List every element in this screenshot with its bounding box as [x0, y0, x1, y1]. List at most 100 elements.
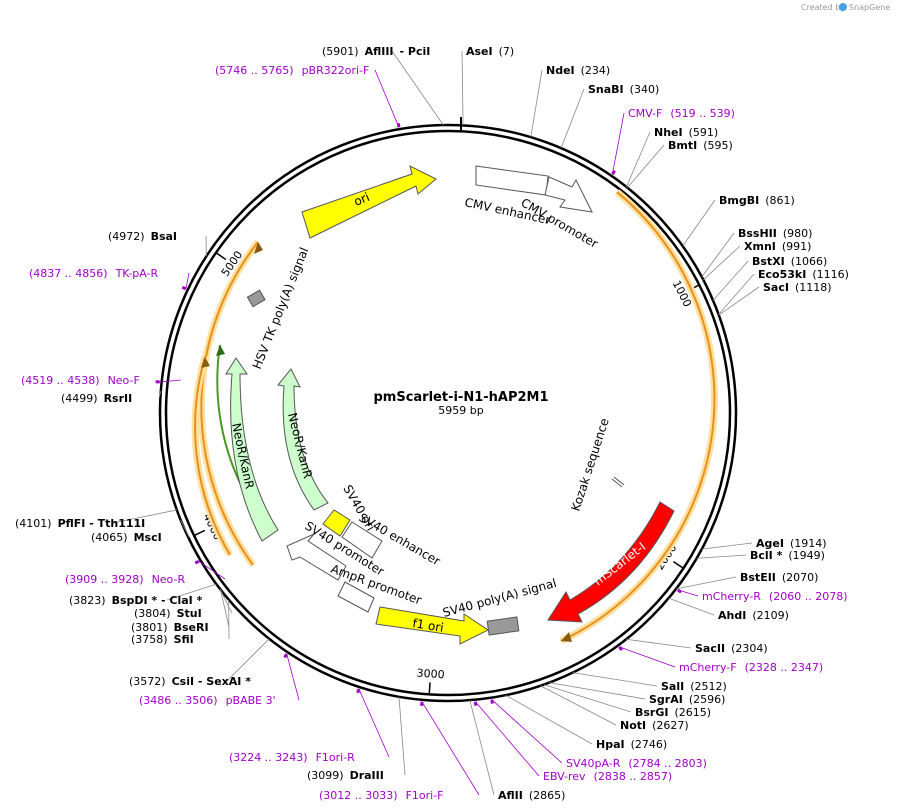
- primer-mark: [396, 122, 401, 128]
- enzyme-leader: [220, 589, 230, 628]
- enzyme-label-sacii[interactable]: SacII(2304): [695, 642, 768, 655]
- enzyme-leader: [505, 694, 593, 745]
- enzyme-label-xmni[interactable]: XmnI(991): [744, 240, 811, 253]
- enzyme-leader: [626, 638, 692, 649]
- tick-mark: [215, 252, 227, 261]
- neor-kanr-outer-label: NeoR/KanR: [229, 422, 257, 490]
- enzyme-leader: [701, 232, 735, 278]
- enzyme-label-bstxi[interactable]: BstXI(1066): [752, 255, 827, 268]
- primer-label-cmv-f[interactable]: CMV-F(519 .. 539): [628, 107, 735, 120]
- primer-mark: [356, 688, 361, 694]
- enzyme-label-bseri[interactable]: (3801)BseRI: [131, 621, 209, 634]
- f1-ori-label: f1 ori: [412, 616, 445, 635]
- enzyme-label-draiii[interactable]: (3099)DraIII: [307, 769, 384, 782]
- enzyme-label-bcli[interactable]: BclI *(1949): [750, 549, 825, 562]
- kozak-feature[interactable]: Kozak sequence: [569, 416, 625, 513]
- enzyme-leader: [668, 597, 715, 616]
- enzyme-leader: [627, 144, 665, 188]
- snapgene-brand: SnapGene: [849, 3, 890, 12]
- enzyme-label-msci[interactable]: (4065)MscI: [91, 531, 162, 544]
- primer-label-mcherry-r[interactable]: mCherry-R(2060 .. 2078): [702, 590, 847, 603]
- enzyme-leader: [626, 131, 651, 188]
- primer-mark: [611, 169, 616, 175]
- enzyme-leader: [391, 50, 444, 126]
- primer-leader: [612, 112, 625, 175]
- primer-leader: [358, 688, 390, 758]
- neor-kanr-inner-feature[interactable]: NeoR/KanR: [277, 368, 329, 511]
- kozak-label: Kozak sequence: [569, 416, 612, 512]
- primer-label-pbabe3[interactable]: (3486 .. 3506)pBABE 3': [139, 694, 276, 707]
- primer-label-ebv-rev[interactable]: EBV-rev(2838 .. 2857): [543, 770, 672, 783]
- primer-leader: [374, 69, 400, 128]
- enzyme-label-eco53ki[interactable]: Eco53kI(1116): [758, 268, 849, 281]
- enzyme-label-sgrai[interactable]: SgrAI(2596): [649, 693, 725, 706]
- enzyme-label-pflfi-tth111i[interactable]: (4101)PflFI - Tth111I: [15, 517, 145, 530]
- enzyme-leader: [540, 685, 617, 726]
- enzyme-label-saci[interactable]: SacI(1118): [763, 281, 832, 294]
- primer-mark: [283, 653, 288, 659]
- primer-label-sv40pa-r[interactable]: SV40pA-R(2784 .. 2803): [566, 757, 707, 770]
- backbone-inner-ring: [164, 129, 732, 697]
- primer-mark: [194, 559, 200, 565]
- enzyme-label-snabi[interactable]: SnaBI(340): [588, 83, 659, 96]
- primer-label-neo-f[interactable]: (4519 .. 4538)Neo-F: [21, 374, 140, 387]
- sv40-polya-label: SV40 poly(A) signal: [441, 576, 558, 620]
- enzyme-leader: [219, 588, 233, 614]
- enzyme-label-csii-sexai[interactable]: (3572)CsiI - SexAI *: [129, 675, 251, 688]
- primer-leader: [491, 699, 563, 764]
- enzyme-label-noti[interactable]: NotI(2627): [620, 719, 689, 732]
- f1-ori-feature[interactable]: f1 ori: [375, 606, 489, 645]
- primer-leader: [619, 646, 676, 668]
- primer-label-f1ori-f[interactable]: (3012 .. 3033)F1ori-F: [319, 789, 444, 802]
- enzyme-leader: [718, 273, 755, 315]
- enzyme-leader: [718, 286, 760, 316]
- enzyme-leader: [180, 519, 190, 538]
- enzyme-leader: [398, 696, 406, 776]
- enzyme-leader: [682, 199, 716, 247]
- hsv-tk-polya-feature[interactable]: HSV TK poly(A) signal: [246, 245, 311, 371]
- enzyme-label-bspdi-clai[interactable]: (3823)BspDI * - ClaI *: [69, 594, 203, 607]
- enzyme-leader: [112, 509, 177, 524]
- tick-mark: [672, 561, 684, 569]
- enzyme-leader: [696, 554, 747, 559]
- primer-label-neo-r[interactable]: (3909 .. 3928)Neo-R: [65, 573, 185, 586]
- tick-mark: [193, 529, 206, 537]
- enzyme-label-bsrgi[interactable]: BsrGI(2615): [635, 706, 711, 719]
- enzyme-label-agei[interactable]: AgeI(1914): [756, 537, 827, 550]
- enzyme-label-stui[interactable]: (3804)StuI: [134, 607, 202, 620]
- enzyme-label-hpai[interactable]: HpaI(2746): [596, 738, 667, 751]
- enzyme-label-ndei[interactable]: NdeI(234): [546, 64, 610, 77]
- enzyme-leader: [530, 69, 543, 138]
- primer-label-mcherry-f[interactable]: mCherry-F(2328 .. 2347): [679, 661, 823, 674]
- enzyme-label-ahdi[interactable]: AhdI(2109): [718, 609, 789, 622]
- enzyme-label-bmti[interactable]: BmtI(595): [668, 139, 733, 152]
- enzyme-label-rsrii[interactable]: (4499)RsrII: [61, 392, 132, 405]
- enzyme-label-asei[interactable]: AseI(7): [466, 45, 514, 58]
- enzyme-label-bsteii[interactable]: BstEII(2070): [740, 571, 818, 584]
- enzyme-label-bsshii[interactable]: BssHII(980): [738, 227, 812, 240]
- primer-label-f1ori-r[interactable]: (3224 .. 3243)F1ori-R: [229, 751, 355, 764]
- enzyme-label-sali[interactable]: SalI(2512): [661, 680, 727, 693]
- primer-mark: [181, 285, 187, 291]
- primer-leader: [185, 272, 190, 289]
- enzyme-label-afliii-pcii[interactable]: (5901)AflIII- PciI: [322, 45, 430, 58]
- ori-feature[interactable]: ori: [301, 165, 437, 239]
- enzyme-label-bsai[interactable]: (4972)BsaI: [108, 230, 177, 243]
- enzyme-label-bmgbi[interactable]: BmgBI(861): [719, 194, 795, 207]
- enzyme-leader: [676, 576, 737, 590]
- neor-kanr-outer-feature[interactable]: NeoR/KanR: [225, 357, 279, 542]
- primer-leader: [159, 379, 182, 383]
- primer-leader: [475, 701, 540, 777]
- primer-leader: [421, 701, 480, 796]
- primer-label-pbr322ori-f[interactable]: (5746 .. 5765)pBR322ori-F: [215, 64, 369, 77]
- enzyme-leader: [469, 700, 495, 796]
- primer-label-tk-pa-r[interactable]: (4837 .. 4856)TK-pA-R: [29, 267, 159, 280]
- enzyme-leader: [572, 672, 658, 687]
- primer-leader: [286, 653, 300, 701]
- enzyme-leader: [166, 583, 217, 601]
- enzyme-label-nhei[interactable]: NheI(591): [654, 126, 718, 139]
- enzyme-label-sfii[interactable]: (3758)SfiI: [131, 633, 194, 646]
- enzyme-label-aflii[interactable]: AflII(2865): [498, 789, 565, 802]
- plasmid-length: 5959 bp: [438, 404, 483, 417]
